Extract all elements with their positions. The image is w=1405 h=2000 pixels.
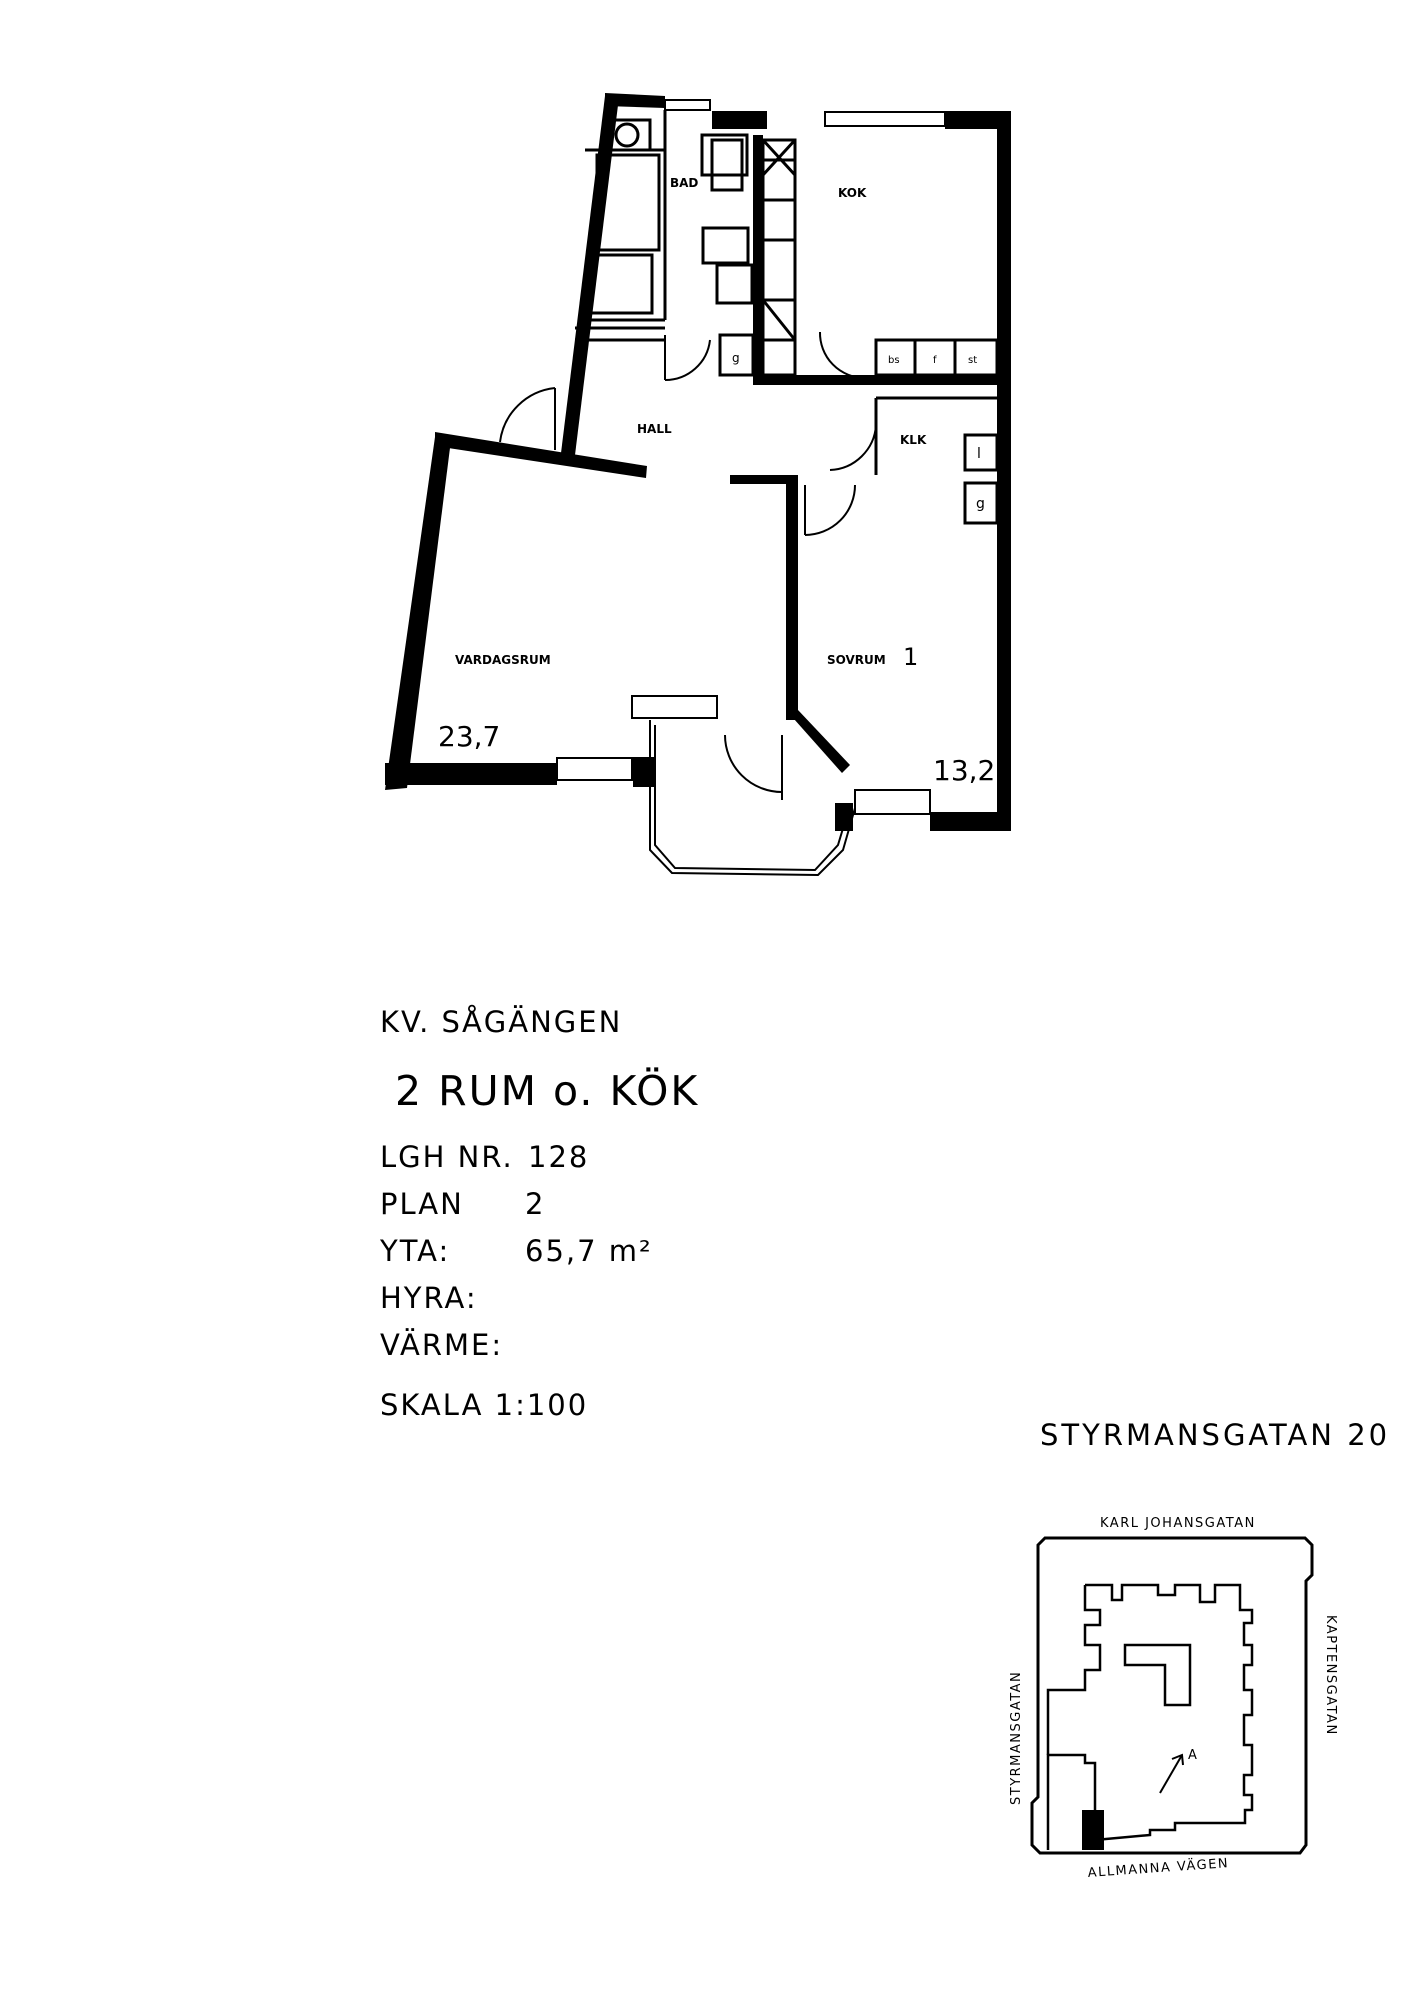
street-label-east: KAPTENSGATAN <box>1323 1615 1338 1736</box>
yta-label: YTA: <box>380 1234 451 1268</box>
room-label-sovrum: SOVRUM <box>827 653 886 667</box>
kitchen-code-st: st <box>968 355 977 366</box>
closet-label-g-small: g <box>732 351 740 365</box>
door-swings <box>499 331 877 800</box>
closet-label-l: l <box>977 446 981 462</box>
room-number-sovrum: 1 <box>903 643 918 671</box>
marker-a: A <box>1188 1748 1198 1763</box>
area-vardagsrum: 23,7 <box>438 720 500 753</box>
apartment-highlight <box>1082 1810 1104 1850</box>
interior-walls <box>575 110 999 525</box>
plan-label: PLAN <box>380 1187 464 1221</box>
lgh-label: LGH NR. <box>380 1140 514 1174</box>
yta-value: 65,7 m² <box>525 1234 653 1268</box>
block-outline <box>1030 1536 1314 1855</box>
room-label-vardagsrum: VARDAGSRUM <box>455 653 551 667</box>
apartment-type: 2 RUM o. KÖK <box>395 1067 700 1115</box>
location-arrow <box>1159 1753 1184 1794</box>
site-plan-map: A KARL JOHANSGATAN STYRMANSGATAN KAPTENS… <box>1009 1516 1338 1881</box>
plan-value: 2 <box>525 1187 546 1221</box>
kitchen-code-bs: bs <box>888 355 900 366</box>
closet-label-g: g <box>976 496 985 512</box>
street-label-north: KARL JOHANSGATAN <box>1100 1516 1256 1531</box>
room-label-bad: BAD <box>670 176 698 190</box>
room-label-klk: KLK <box>900 433 927 447</box>
kitchen-code-f: f <box>933 355 937 366</box>
room-label-hall: HALL <box>637 422 672 436</box>
street-label-west: STYRMANSGATAN <box>1009 1671 1024 1805</box>
kvarter-name: KV. SÅGÄNGEN <box>380 1005 623 1039</box>
building-outline <box>1046 1583 1254 1850</box>
varme-label: VÄRME: <box>380 1328 504 1362</box>
area-sovrum: 13,2 <box>933 754 995 787</box>
hyra-label: HYRA: <box>380 1281 478 1315</box>
scale-label: SKALA 1:100 <box>380 1388 589 1422</box>
lgh-value: 128 <box>528 1140 590 1174</box>
windows <box>556 99 946 877</box>
street-address: STYRMANSGATAN 20 <box>1040 1418 1391 1452</box>
floor-plan: BAD KOK HALL KLK VARDAGSRUM SOVRUM 1 23,… <box>385 93 1011 877</box>
street-label-south: ALLMANNA VÄGEN <box>1087 1855 1229 1881</box>
room-label-kok: KOK <box>838 186 867 200</box>
